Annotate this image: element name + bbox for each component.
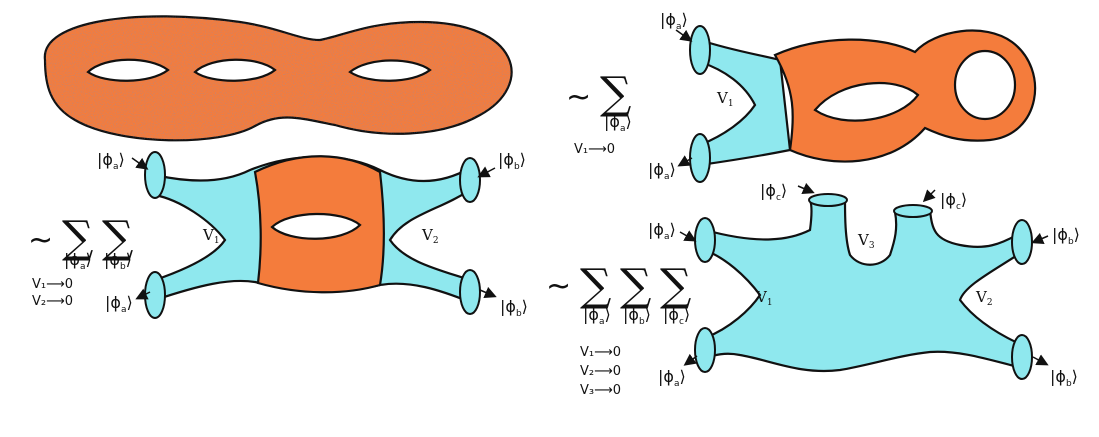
- ket-c-left: |ϕc⟩: [760, 181, 787, 203]
- sum-ket-a-left: |ϕa⟩: [64, 250, 92, 272]
- leg-b-br-top: [1011, 219, 1033, 265]
- leg-b-bottom: [459, 269, 481, 315]
- v1-label: V1: [202, 226, 220, 246]
- tilde-br: ~: [546, 269, 571, 304]
- v2-limit-br: V₂⟶0: [580, 364, 621, 379]
- sum-ket-a-tr: |ϕa⟩: [604, 112, 632, 134]
- v3-label-br: V3: [857, 231, 875, 251]
- genus-three-surface: [43, 15, 513, 142]
- torus-four-leg-surface: [144, 151, 481, 319]
- left-bottom-labels: |ϕa⟩ |ϕb⟩ |ϕa⟩ |ϕb⟩ V1 V2 ~ ∑ ∑ |ϕa⟩ |ϕb…: [28, 150, 528, 319]
- ring-hole: [953, 49, 1017, 121]
- leg-a-br-bottom: [694, 327, 716, 373]
- leg-c-right: [893, 204, 933, 218]
- ket-b-br-top: |ϕb⟩: [1052, 225, 1080, 247]
- six-leg-surface: [694, 193, 1033, 380]
- ket-a-bottom-left: |ϕa⟩: [105, 293, 133, 315]
- sigma-a-tr: ∑: [600, 68, 631, 119]
- genus-two-two-leg-surface: [689, 25, 1037, 183]
- v1-limit-left: V₁⟶0: [32, 277, 73, 292]
- leg-a-top: [144, 151, 166, 199]
- ket-c-right: |ϕc⟩: [940, 190, 967, 212]
- sigma-b-br: ∑: [620, 260, 651, 311]
- hole-1: [86, 58, 170, 82]
- v2-limit-left: V₂⟶0: [32, 294, 73, 309]
- ket-a-top-left: |ϕa⟩: [97, 150, 125, 172]
- v1-limit-tr: V₁⟶0: [574, 142, 615, 157]
- v2-label-br: V2: [975, 288, 993, 308]
- leg-a-upper: [689, 25, 711, 75]
- v1-label-tr: V1: [716, 89, 734, 109]
- sum-ket-a-br: |ϕa⟩: [583, 305, 611, 327]
- sum-ket-b-br: |ϕb⟩: [623, 305, 651, 327]
- sigma-a-br: ∑: [580, 260, 611, 311]
- leg-b-br-bottom: [1011, 334, 1033, 380]
- sigma-c-br: ∑: [660, 260, 691, 311]
- ket-a-tr-bottom: |ϕa⟩: [648, 160, 676, 182]
- sigma-b-left: ∑: [102, 212, 133, 263]
- leg-a-br-top: [694, 217, 716, 263]
- ket-a-br-top: |ϕa⟩: [648, 220, 676, 242]
- right-top-labels: |ϕa⟩ |ϕa⟩ V1 ~ ∑ |ϕa⟩ V₁⟶0: [566, 10, 734, 182]
- v2-label: V2: [421, 226, 439, 246]
- ket-a-tr-top: |ϕa⟩: [660, 10, 688, 32]
- sum-ket-c-br: |ϕc⟩: [663, 305, 690, 327]
- v1-label-br: V1: [755, 288, 773, 308]
- ket-b-bottom-right: |ϕb⟩: [500, 297, 528, 319]
- leg-a-bottom: [144, 271, 166, 319]
- hole-2: [193, 58, 277, 82]
- ket-b-br-bottom: |ϕb⟩: [1050, 367, 1078, 389]
- sum-ket-b-left: |ϕb⟩: [104, 250, 132, 272]
- v1-limit-br: V₁⟶0: [580, 345, 621, 360]
- leg-b-top: [459, 157, 481, 203]
- ket-a-br-bottom: |ϕa⟩: [658, 367, 686, 389]
- tilde-left: ~: [28, 223, 53, 258]
- ket-b-top-right: |ϕb⟩: [498, 150, 526, 172]
- sigma-a-left: ∑: [62, 212, 93, 263]
- leg-c-left: [808, 193, 848, 207]
- v3-limit-br: V₃⟶0: [580, 383, 621, 398]
- hole-3: [348, 59, 432, 82]
- tilde-tr: ~: [566, 80, 591, 115]
- leg-a-lower: [689, 133, 711, 183]
- right-bottom-labels: |ϕc⟩ |ϕc⟩ |ϕa⟩ |ϕa⟩ |ϕb⟩ |ϕb⟩ V1 V2 V3 ~…: [546, 181, 1080, 398]
